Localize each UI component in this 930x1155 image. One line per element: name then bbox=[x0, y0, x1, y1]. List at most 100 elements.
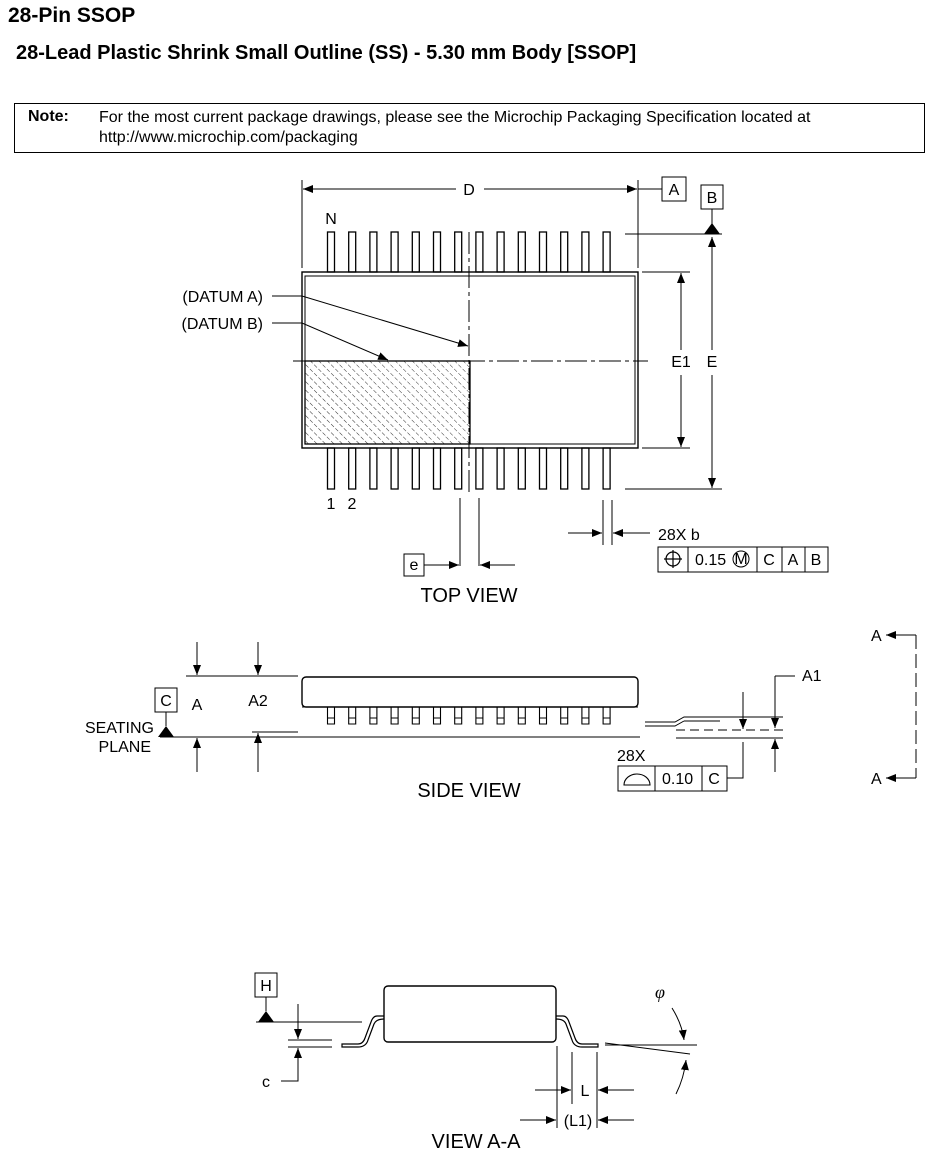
dim-e-label: E bbox=[707, 354, 718, 371]
top-lead bbox=[369, 231, 378, 273]
top-lead bbox=[517, 231, 526, 273]
side-lead bbox=[369, 707, 378, 725]
bottom-lead bbox=[432, 447, 442, 490]
dim-e1-label: E1 bbox=[671, 354, 691, 371]
top-view bbox=[272, 176, 829, 577]
side-body bbox=[301, 676, 639, 708]
side-lead bbox=[560, 707, 569, 725]
top-lead bbox=[475, 231, 484, 273]
top-lead bbox=[560, 231, 569, 273]
datum-c-letter: C bbox=[160, 693, 172, 710]
datum-c-triangle bbox=[158, 726, 174, 737]
top-lead bbox=[454, 231, 463, 273]
pin-1-label: 1 bbox=[327, 496, 336, 513]
datum-b-triangle bbox=[704, 223, 720, 234]
bottom-lead bbox=[369, 447, 378, 490]
datum-a-callout: (DATUM A) bbox=[182, 289, 263, 306]
bottom-lead bbox=[602, 447, 611, 490]
bottom-lead bbox=[411, 447, 420, 490]
lead-width-label: 28X b bbox=[658, 527, 700, 544]
datum-b-letter: B bbox=[707, 190, 718, 207]
datum-a-leader-arrow bbox=[272, 295, 469, 347]
side-lead bbox=[581, 707, 590, 725]
dim-a1-label: A1 bbox=[802, 668, 822, 685]
angle-arc-top bbox=[671, 1007, 687, 1041]
side-lead bbox=[538, 707, 548, 725]
side-lead-profile bbox=[645, 716, 783, 727]
angle-lead-line bbox=[604, 1042, 691, 1055]
angle-arc-bottom bbox=[675, 1059, 689, 1095]
bottom-lead bbox=[326, 447, 336, 490]
package-body-outer bbox=[301, 271, 639, 449]
datum-b-leader-arrow bbox=[272, 322, 389, 361]
section-label-top: A bbox=[871, 628, 882, 645]
coplanarity-count: 28X bbox=[617, 748, 646, 765]
side-lead bbox=[326, 707, 336, 725]
aa-body bbox=[383, 985, 557, 1043]
bottom-lead bbox=[348, 447, 357, 490]
bottom-lead bbox=[517, 447, 526, 490]
pin-one-hatched-area bbox=[304, 360, 471, 445]
coplanarity-ref-c: C bbox=[708, 771, 720, 788]
page-title: 28-Pin SSOP bbox=[8, 4, 136, 27]
dim-l-label: L bbox=[581, 1083, 590, 1100]
datum-h-letter: H bbox=[260, 978, 272, 995]
side-view-leads bbox=[318, 707, 640, 738]
pitch-letter: e bbox=[410, 557, 419, 574]
side-lead bbox=[348, 707, 357, 725]
fcf-ref-c: C bbox=[763, 552, 775, 569]
view-aa-caption: VIEW A-A bbox=[432, 1131, 522, 1153]
bottom-lead bbox=[581, 447, 590, 490]
side-lead bbox=[454, 707, 463, 725]
side-lead bbox=[411, 707, 420, 725]
view-aa-labels: H c L (L1) φ VIEW A-A bbox=[260, 978, 665, 1153]
datum-b-callout: (DATUM B) bbox=[182, 316, 263, 333]
top-view-labels: D A B N 1 2 (DATUM A) (DATUM B) E1 E 28X… bbox=[182, 182, 822, 607]
top-view-caption: TOP VIEW bbox=[420, 585, 517, 607]
dim-c-label: c bbox=[262, 1074, 270, 1091]
datum-h-triangle bbox=[258, 1011, 274, 1022]
aa-right-lead bbox=[555, 1015, 599, 1048]
side-lead bbox=[390, 707, 399, 725]
dim-c-leader bbox=[281, 1048, 302, 1082]
dim-d-label: D bbox=[463, 182, 475, 199]
dim-a-label: A bbox=[192, 697, 203, 714]
position-tolerance: 0.15 bbox=[695, 552, 726, 569]
coplanarity-fcf-frame bbox=[617, 765, 728, 792]
profile-surface-icon bbox=[623, 773, 651, 786]
coplanarity-leader bbox=[727, 742, 744, 779]
datum-a-letter: A bbox=[669, 182, 680, 199]
note-line-2: http://www.microchip.com/packaging bbox=[99, 129, 358, 146]
top-lead bbox=[581, 231, 590, 273]
top-lead bbox=[602, 231, 611, 273]
dim-l1-label: (L1) bbox=[564, 1113, 592, 1130]
note-label: Note: bbox=[28, 108, 69, 125]
note-line-1: For the most current package drawings, p… bbox=[99, 109, 811, 126]
side-lead bbox=[517, 707, 526, 725]
side-view bbox=[154, 631, 917, 792]
top-lead bbox=[326, 231, 336, 273]
section-label-bottom: A bbox=[871, 771, 882, 788]
note-text: For the most current package drawings, p… bbox=[99, 108, 811, 148]
bottom-lead bbox=[454, 447, 463, 490]
seating-plane-label-1: SEATING bbox=[85, 720, 154, 737]
bottom-lead bbox=[390, 447, 399, 490]
datum-a-box bbox=[661, 176, 687, 202]
fcf-ref-a: A bbox=[788, 552, 799, 569]
mmc-modifier-icon bbox=[732, 550, 750, 568]
side-lead bbox=[602, 707, 611, 725]
bottom-lead bbox=[560, 447, 569, 490]
side-view-labels: C A A2 SEATING PLANE A1 28X 0.10 C A A S… bbox=[85, 628, 882, 802]
bottom-lead bbox=[538, 447, 548, 490]
side-lead bbox=[496, 707, 505, 725]
top-lead bbox=[390, 231, 399, 273]
aa-left-lead bbox=[341, 1015, 385, 1048]
view-aa bbox=[254, 972, 697, 1128]
side-lead bbox=[432, 707, 442, 725]
top-lead bbox=[432, 231, 442, 273]
seating-plane-label-2: PLANE bbox=[99, 739, 151, 756]
pin-2-label: 2 bbox=[348, 496, 357, 513]
top-lead bbox=[538, 231, 548, 273]
bottom-lead bbox=[496, 447, 505, 490]
